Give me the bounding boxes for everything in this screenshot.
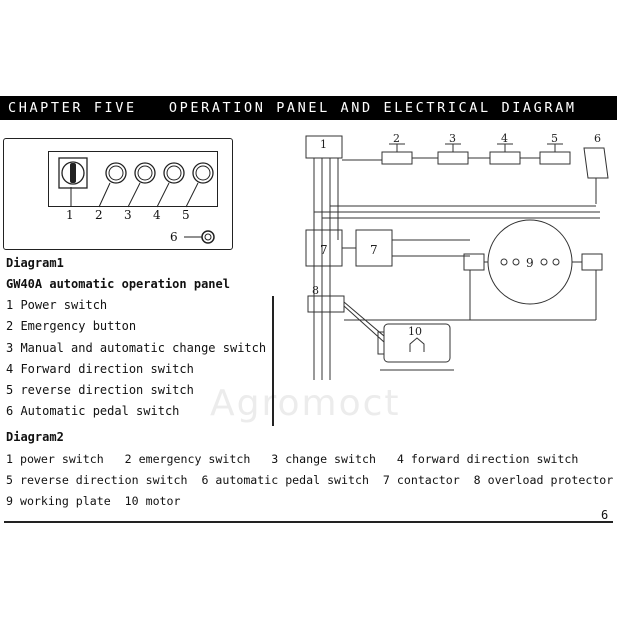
panel-button-plate xyxy=(48,151,218,207)
page-number: 6 xyxy=(601,508,609,522)
diagram-label-10: 10 xyxy=(408,325,422,338)
panel-controls-drawing xyxy=(58,157,215,244)
change-switch-icon xyxy=(134,162,156,184)
reverse-switch-icon xyxy=(192,162,214,184)
diagram1-item-1: 1 Power switch xyxy=(6,298,108,312)
footer-rule xyxy=(4,521,613,523)
pedal-socket-icon xyxy=(201,230,215,244)
diagram-switch-5-icon xyxy=(539,143,571,165)
electrical-diagram: 1 2 3 4 5 6 7 7 8 9 10 xyxy=(305,132,609,380)
diagram-switch-4-icon xyxy=(489,143,521,165)
diagram-label-1: 1 xyxy=(320,138,327,151)
diagram-power-switch-box xyxy=(305,135,343,159)
diagram2-line-1: 1 power switch 2 emergency switch 3 chan… xyxy=(6,452,579,466)
diagram-label-7a: 7 xyxy=(320,243,328,257)
emergency-button-icon xyxy=(105,162,127,184)
diagram-label-3: 3 xyxy=(449,132,456,145)
diagram2-line-2: 5 reverse direction switch 6 automatic p… xyxy=(6,473,614,487)
diagram-label-7b: 7 xyxy=(370,243,378,257)
chapter-header-bar: CHAPTER FIVE OPERATION PANEL AND ELECTRI… xyxy=(0,96,617,120)
watermark: Agromoct xyxy=(210,383,401,424)
panel-label-3: 3 xyxy=(124,208,132,222)
diagram-label-4: 4 xyxy=(501,132,508,145)
diagram-label-2: 2 xyxy=(393,132,400,145)
panel-label-5: 5 xyxy=(182,208,190,222)
panel-leader-lines xyxy=(70,182,202,238)
diagram-overload-protector xyxy=(307,295,345,313)
diagram-switch-2-icon xyxy=(381,143,413,165)
diagram-pedal-icon xyxy=(583,147,609,179)
diagram1-item-2: 2 Emergency button xyxy=(6,319,137,333)
operation-panel: 1 2 3 4 5 6 xyxy=(3,138,233,250)
forward-switch-icon xyxy=(163,162,185,184)
diagram2-heading: Diagram2 xyxy=(6,430,64,444)
diagram-label-5: 5 xyxy=(551,132,558,145)
diagram-switch-3-icon xyxy=(437,143,469,165)
diagram-label-9: 9 xyxy=(526,256,534,270)
panel-label-6: 6 xyxy=(170,230,178,244)
panel-label-2: 2 xyxy=(95,208,103,222)
chapter-title: CHAPTER FIVE OPERATION PANEL AND ELECTRI… xyxy=(8,100,577,116)
diagram-label-6: 6 xyxy=(594,132,601,145)
diagram1-heading: Diagram1 xyxy=(6,256,64,270)
diagram1-side-rule xyxy=(272,296,274,426)
diagram-label-8: 8 xyxy=(312,284,319,297)
panel-label-1: 1 xyxy=(66,208,74,222)
diagram1-subtitle: GW40A automatic operation panel xyxy=(6,277,230,291)
diagram2-line-3: 9 working plate 10 motor xyxy=(6,494,181,508)
diagram1-item-6: 6 Automatic pedal switch xyxy=(6,404,180,418)
panel-label-4: 4 xyxy=(153,208,161,222)
power-switch-icon xyxy=(58,157,88,189)
diagram1-item-5: 5 reverse direction switch xyxy=(6,383,194,397)
diagram1-item-4: 4 Forward direction switch xyxy=(6,362,194,376)
diagram1-item-3: 3 Manual and automatic change switch xyxy=(6,341,267,355)
